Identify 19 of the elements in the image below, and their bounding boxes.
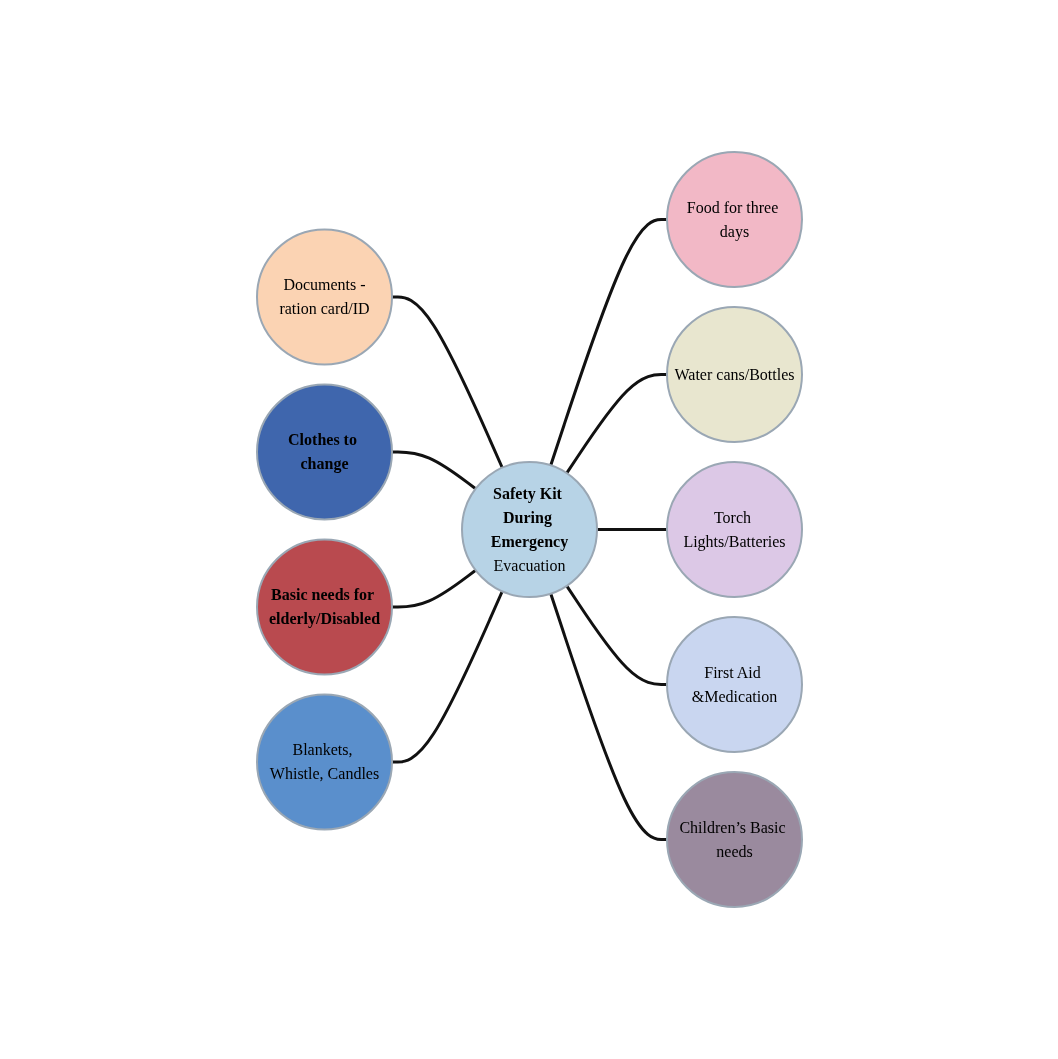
node-circle: Documents -ration card/ID	[255, 228, 393, 366]
connector	[548, 593, 667, 841]
node-circle: Clothes to change	[255, 383, 393, 521]
connector	[391, 569, 477, 609]
node-circle: First Aid &Medication	[665, 616, 803, 753]
connector	[548, 218, 667, 466]
node-circle: Basic needs for elderly/Disabled	[255, 538, 393, 676]
node-circle: Safety Kit During Emergency Evacuation	[460, 461, 598, 598]
node-circle: Food for three days	[665, 151, 803, 288]
node-circle: Water cans/Bottles	[665, 306, 803, 443]
connector	[596, 528, 667, 531]
connector	[564, 373, 667, 475]
node-circle: Blankets, Whistle, Candles	[255, 693, 393, 831]
connector	[564, 584, 667, 686]
connector	[391, 590, 504, 764]
node-circle: Children’s Basic needs	[665, 771, 803, 908]
node-circle: Torch Lights/Batteries	[665, 461, 803, 598]
connector	[391, 295, 504, 469]
connector	[391, 450, 477, 490]
